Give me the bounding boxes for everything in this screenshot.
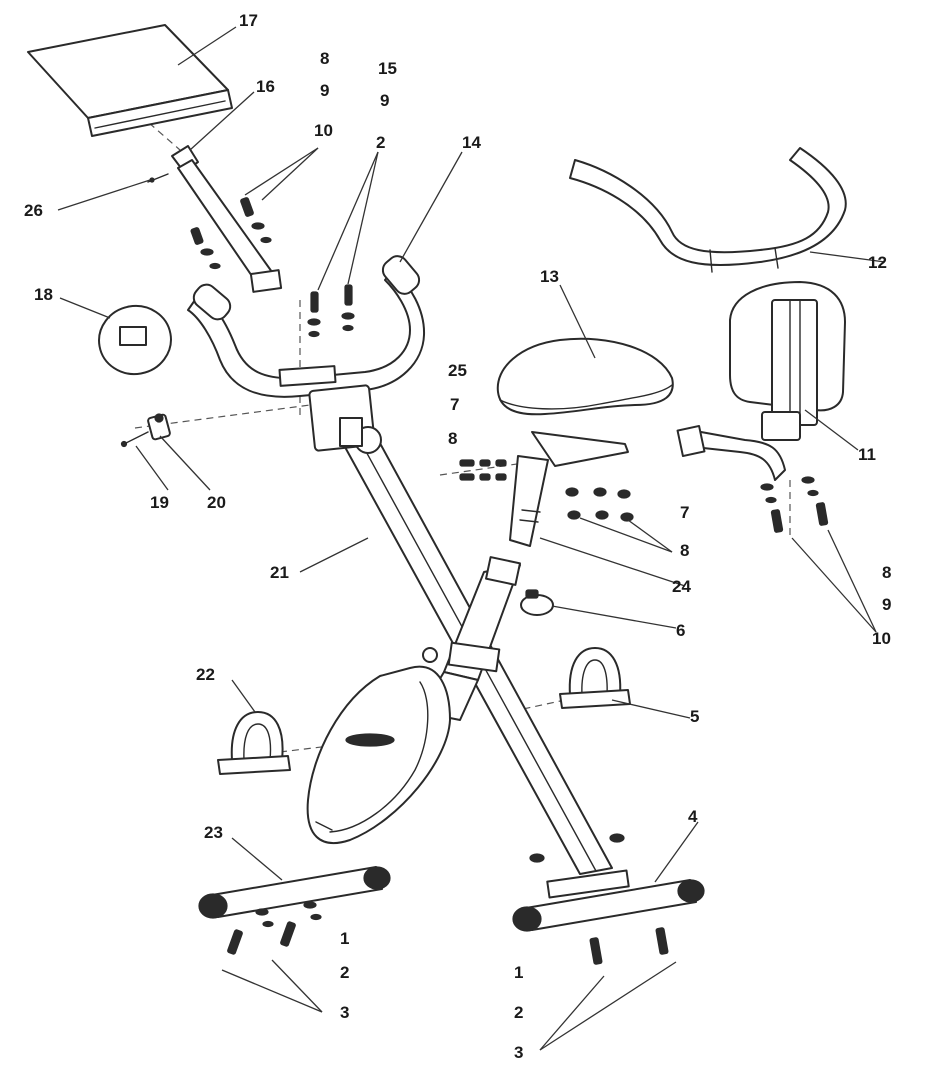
part-18-console: [98, 304, 172, 376]
backrest-bolt-stack: [760, 476, 829, 533]
callout-2-top: 2: [376, 133, 385, 152]
part-4-front-stabilizer: [512, 833, 705, 965]
part-22-left-pedal: [217, 711, 291, 775]
part-11-backrest: [676, 281, 846, 481]
post-bolt-stack: [190, 197, 272, 270]
callout-9-mid: 9: [380, 91, 389, 110]
callout-14: 14: [462, 133, 481, 152]
callout-10-top: 10: [314, 121, 333, 140]
callout-3-left: 3: [340, 1003, 349, 1022]
part-14-handlebar: [187, 255, 426, 398]
callout-12: 12: [868, 253, 887, 272]
part-24-seat-post: [509, 431, 629, 547]
callout-26: 26: [24, 201, 43, 220]
part-26-screw: [147, 173, 169, 183]
callout-6: 6: [676, 621, 685, 640]
callout-24: 24: [672, 577, 691, 596]
callout-17: 17: [239, 11, 258, 30]
callout-23: 23: [204, 823, 223, 842]
callout-1-left: 1: [340, 929, 349, 948]
part-13-seat: [496, 337, 674, 416]
callout-25: 25: [448, 361, 467, 380]
part-12-back-handle: [569, 147, 847, 273]
callout-10-backrest: 10: [872, 629, 891, 648]
callout-8-right: 8: [680, 541, 689, 560]
callout-8-top: 8: [320, 49, 329, 68]
part-23-rear-stabilizer: [198, 866, 391, 955]
callout-9-top: 9: [320, 81, 329, 100]
callout-3-right: 3: [514, 1043, 523, 1062]
callout-4: 4: [688, 807, 698, 826]
callout-22: 22: [196, 665, 215, 684]
callout-21: 21: [270, 563, 289, 582]
flywheel-housing: [306, 647, 451, 845]
part-20-knob: [120, 413, 171, 448]
handlebar-bolts: [307, 284, 355, 338]
callout-9-backrest: 9: [882, 595, 891, 614]
callout-8-backrest: 8: [882, 563, 891, 582]
callout-16: 16: [256, 77, 275, 96]
callout-1-right: 1: [514, 963, 523, 982]
leader-lines: [57, 26, 886, 1051]
callout-labels: 17 16 26 8 9 10 15 9 2 14 12 13 18 25 7 …: [24, 11, 891, 1062]
callout-2-right: 2: [514, 1003, 523, 1022]
callout-5: 5: [690, 707, 699, 726]
callout-13: 13: [540, 267, 559, 286]
seat-bolt-stack: [459, 459, 634, 522]
callout-20: 20: [207, 493, 226, 512]
part-16-holder-post: [171, 145, 283, 293]
callout-18: 18: [34, 285, 53, 304]
part-5-right-pedal: [559, 647, 631, 709]
part-6-adjust-knob: [520, 589, 554, 616]
callout-2-left: 2: [340, 963, 349, 982]
callout-11: 11: [858, 445, 876, 464]
callout-7-right: 7: [680, 503, 689, 522]
part-17-tablet-holder: [27, 24, 233, 137]
callout-15: 15: [378, 59, 397, 78]
callout-19: 19: [150, 493, 169, 512]
callout-8-mid: 8: [448, 429, 457, 448]
callout-7-mid: 7: [450, 395, 459, 414]
